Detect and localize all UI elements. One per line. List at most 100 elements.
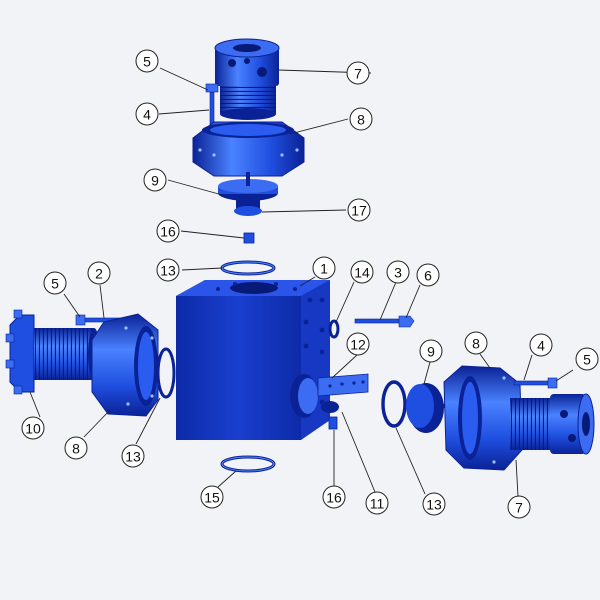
callout-circle xyxy=(346,332,370,356)
callout-circle xyxy=(349,107,373,131)
callout-number: 13 xyxy=(125,449,141,465)
callout-circle xyxy=(121,444,145,468)
callout-circle xyxy=(464,331,488,355)
part-3-rod xyxy=(354,315,415,328)
callout-14: 14 xyxy=(350,260,374,284)
callout-17: 17 xyxy=(347,198,371,222)
callout-circle xyxy=(200,485,224,509)
callout-circle xyxy=(135,102,159,126)
callout-5-left: 5 xyxy=(43,271,67,295)
callout-number: 7 xyxy=(354,66,362,82)
callout-number: 13 xyxy=(426,497,442,513)
callout-number: 8 xyxy=(72,441,80,457)
callout-circle xyxy=(416,263,440,287)
callout-number: 17 xyxy=(351,203,367,219)
part-8-left-nut xyxy=(91,313,159,417)
part-10-adapter xyxy=(5,309,100,395)
part-11-fitting xyxy=(321,401,339,413)
callout-11: 11 xyxy=(365,491,389,515)
callout-4-right: 4 xyxy=(529,333,553,357)
callout-13-left: 13 xyxy=(121,444,145,468)
callout-number: 4 xyxy=(143,107,151,123)
callout-number: 5 xyxy=(583,352,591,368)
callout-circle xyxy=(507,495,531,519)
part-4-right-bolt xyxy=(513,377,558,389)
callout-circle xyxy=(156,258,180,282)
callout-13-top: 13 xyxy=(156,258,180,282)
callout-number: 2 xyxy=(95,266,103,282)
callout-2: 2 xyxy=(87,261,111,285)
callout-labels: 5 7 4 8 9 17 16 13 1 14 3 6 5 2 12 9 8 4 5 10 8 13 15 16 11 13 7 xyxy=(21,49,599,519)
callout-circle xyxy=(347,198,371,222)
callout-5-right: 5 xyxy=(575,347,599,371)
callout-7-right: 7 xyxy=(507,495,531,519)
callout-4-top: 4 xyxy=(135,102,159,126)
callout-5-top: 5 xyxy=(135,49,159,73)
part-9-top-disc xyxy=(218,172,278,216)
callout-16-bottom: 16 xyxy=(322,485,346,509)
callout-number: 16 xyxy=(326,490,342,506)
callout-circle xyxy=(312,256,336,280)
part-4-top-bolt xyxy=(205,83,219,129)
part-16-top-plug xyxy=(243,232,255,244)
callout-circle xyxy=(575,347,599,371)
callout-8-top: 8 xyxy=(349,107,373,131)
callout-10: 10 xyxy=(21,416,45,440)
callout-number: 8 xyxy=(472,336,480,352)
callout-circle xyxy=(350,260,374,284)
callout-9-top: 9 xyxy=(143,168,167,192)
part-13-right-ring xyxy=(381,380,407,428)
part-1-body-block xyxy=(176,280,330,440)
callout-number: 5 xyxy=(143,54,151,70)
callout-circle xyxy=(419,339,443,363)
callout-circle xyxy=(43,271,67,295)
part-13-left-ring xyxy=(156,347,176,399)
callout-circle xyxy=(422,492,446,516)
part-7-top-cap xyxy=(214,38,280,120)
callout-number: 12 xyxy=(350,337,366,353)
part-12-plate xyxy=(317,373,369,397)
callout-7-top: 7 xyxy=(346,61,370,85)
callout-3: 3 xyxy=(386,260,410,284)
callout-13-right: 13 xyxy=(422,492,446,516)
callout-16-top: 16 xyxy=(156,219,180,243)
callout-circle xyxy=(346,61,370,85)
callout-8-left: 8 xyxy=(64,436,88,460)
callout-number: 3 xyxy=(394,265,402,281)
callout-number: 14 xyxy=(354,265,370,281)
part-16-bottom-plug xyxy=(328,416,338,430)
part-9-right-disc xyxy=(406,383,450,433)
callout-circle xyxy=(156,219,180,243)
callout-number: 16 xyxy=(160,224,176,240)
callout-1: 1 xyxy=(312,256,336,280)
callout-9-right: 9 xyxy=(419,339,443,363)
callout-circle xyxy=(87,261,111,285)
callout-number: 6 xyxy=(424,268,432,284)
callout-15: 15 xyxy=(200,485,224,509)
callout-number: 5 xyxy=(51,276,59,292)
callout-number: 9 xyxy=(151,173,159,189)
callout-circle xyxy=(135,49,159,73)
callout-circle xyxy=(386,260,410,284)
callout-circle xyxy=(365,491,389,515)
callout-number: 7 xyxy=(515,500,523,516)
part-8-right-nut xyxy=(443,365,523,471)
part-8-top-nut xyxy=(192,121,305,177)
part-7-right-cap xyxy=(510,393,595,455)
callout-circle xyxy=(21,416,45,440)
callout-number: 9 xyxy=(427,344,435,360)
callout-circle xyxy=(322,485,346,509)
callout-number: 15 xyxy=(204,490,220,506)
callout-circle xyxy=(143,168,167,192)
callout-number: 8 xyxy=(357,112,365,128)
callout-circle xyxy=(64,436,88,460)
callout-number: 1 xyxy=(320,261,328,277)
callout-number: 10 xyxy=(25,421,41,437)
callout-number: 4 xyxy=(537,338,545,354)
callout-number: 13 xyxy=(160,263,176,279)
callout-8-right: 8 xyxy=(464,331,488,355)
callout-circle xyxy=(529,333,553,357)
callout-12: 12 xyxy=(346,332,370,356)
callout-number: 11 xyxy=(370,496,385,512)
